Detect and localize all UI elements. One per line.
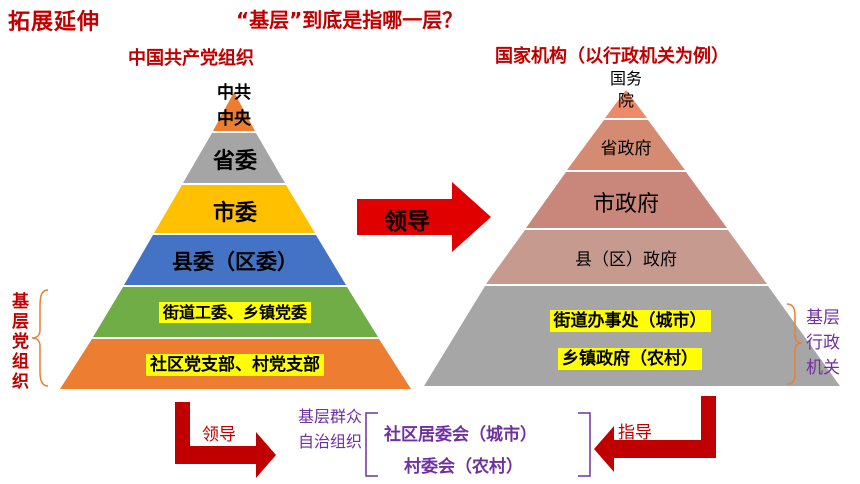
bottom-left-arrow bbox=[175, 402, 276, 478]
party-layer-township-label: 街道工委、乡镇党委 bbox=[110, 299, 360, 323]
state-layer-grassroots bbox=[424, 286, 840, 386]
party-layer-township-text: 街道工委、乡镇党委 bbox=[158, 302, 311, 323]
state-pyramid-title: 国家机构（以行政机关为例） bbox=[495, 46, 729, 67]
state-pyramid bbox=[424, 90, 840, 386]
party-brace bbox=[31, 289, 49, 387]
party-layer-village-text: 社区党支部、村党支部 bbox=[146, 354, 324, 376]
party-layer-county-label: 县委（区委） bbox=[172, 250, 298, 274]
state-layer-township-text: 乡镇政府（农村） bbox=[558, 348, 702, 370]
bottom-right-arrow bbox=[594, 396, 716, 472]
grassroots-org-line-2: 村委会（农村） bbox=[404, 457, 523, 477]
party-grassroots-label: 基层党组织 bbox=[12, 292, 29, 392]
grassroots-bracket-right bbox=[578, 412, 591, 477]
question-title: “基层”到底是指哪一层？ bbox=[236, 8, 463, 32]
state-layer-county-label: 县（区）政府 bbox=[575, 250, 677, 270]
state-layer-province-label: 省政府 bbox=[600, 139, 652, 159]
state-layer-council-label: 国务 院 bbox=[609, 69, 642, 110]
party-layer-city bbox=[154, 185, 315, 233]
party-layer-village-label: 社区党支部、村党支部 bbox=[90, 350, 380, 376]
state-layer-grassroots-label-1: 街道办事处（城市） bbox=[500, 306, 760, 332]
grassroots-org-side-label: 基层群众自治组织 bbox=[297, 407, 362, 451]
section-title: 拓展延伸 bbox=[8, 10, 101, 35]
middle-arrow bbox=[357, 182, 491, 252]
state-layer-province bbox=[567, 120, 685, 170]
party-pyramid bbox=[60, 92, 411, 389]
grassroots-org-line-1: 社区居委会（城市） bbox=[384, 425, 537, 445]
bottom-left-arrow-label: 领导 bbox=[202, 425, 236, 445]
state-layer-county bbox=[486, 230, 767, 284]
party-pyramid-title: 中国共产党组织 bbox=[128, 48, 254, 69]
state-layer-city bbox=[526, 172, 727, 228]
state-grassroots-label: 基层行政机关 bbox=[806, 308, 840, 378]
state-layer-city-label: 市政府 bbox=[592, 192, 659, 217]
bottom-right-arrow-label: 指导 bbox=[618, 423, 652, 443]
party-layer-province bbox=[183, 133, 285, 183]
middle-arrow-label: 领导 bbox=[384, 209, 430, 235]
party-layer-central bbox=[213, 92, 255, 131]
party-layer-central-label: 中共 中央 bbox=[217, 83, 251, 129]
grassroots-bracket bbox=[365, 412, 378, 477]
party-layer-county bbox=[124, 235, 346, 285]
party-layer-province-label: 省委 bbox=[212, 149, 257, 174]
state-layer-grassroots-label-2: 乡镇政府（农村） bbox=[500, 344, 760, 370]
state-layer-council bbox=[605, 90, 647, 118]
party-layer-city-label: 市委 bbox=[212, 201, 257, 226]
state-brace bbox=[786, 303, 803, 385]
state-layer-street-text: 街道办事处（城市） bbox=[549, 310, 711, 332]
